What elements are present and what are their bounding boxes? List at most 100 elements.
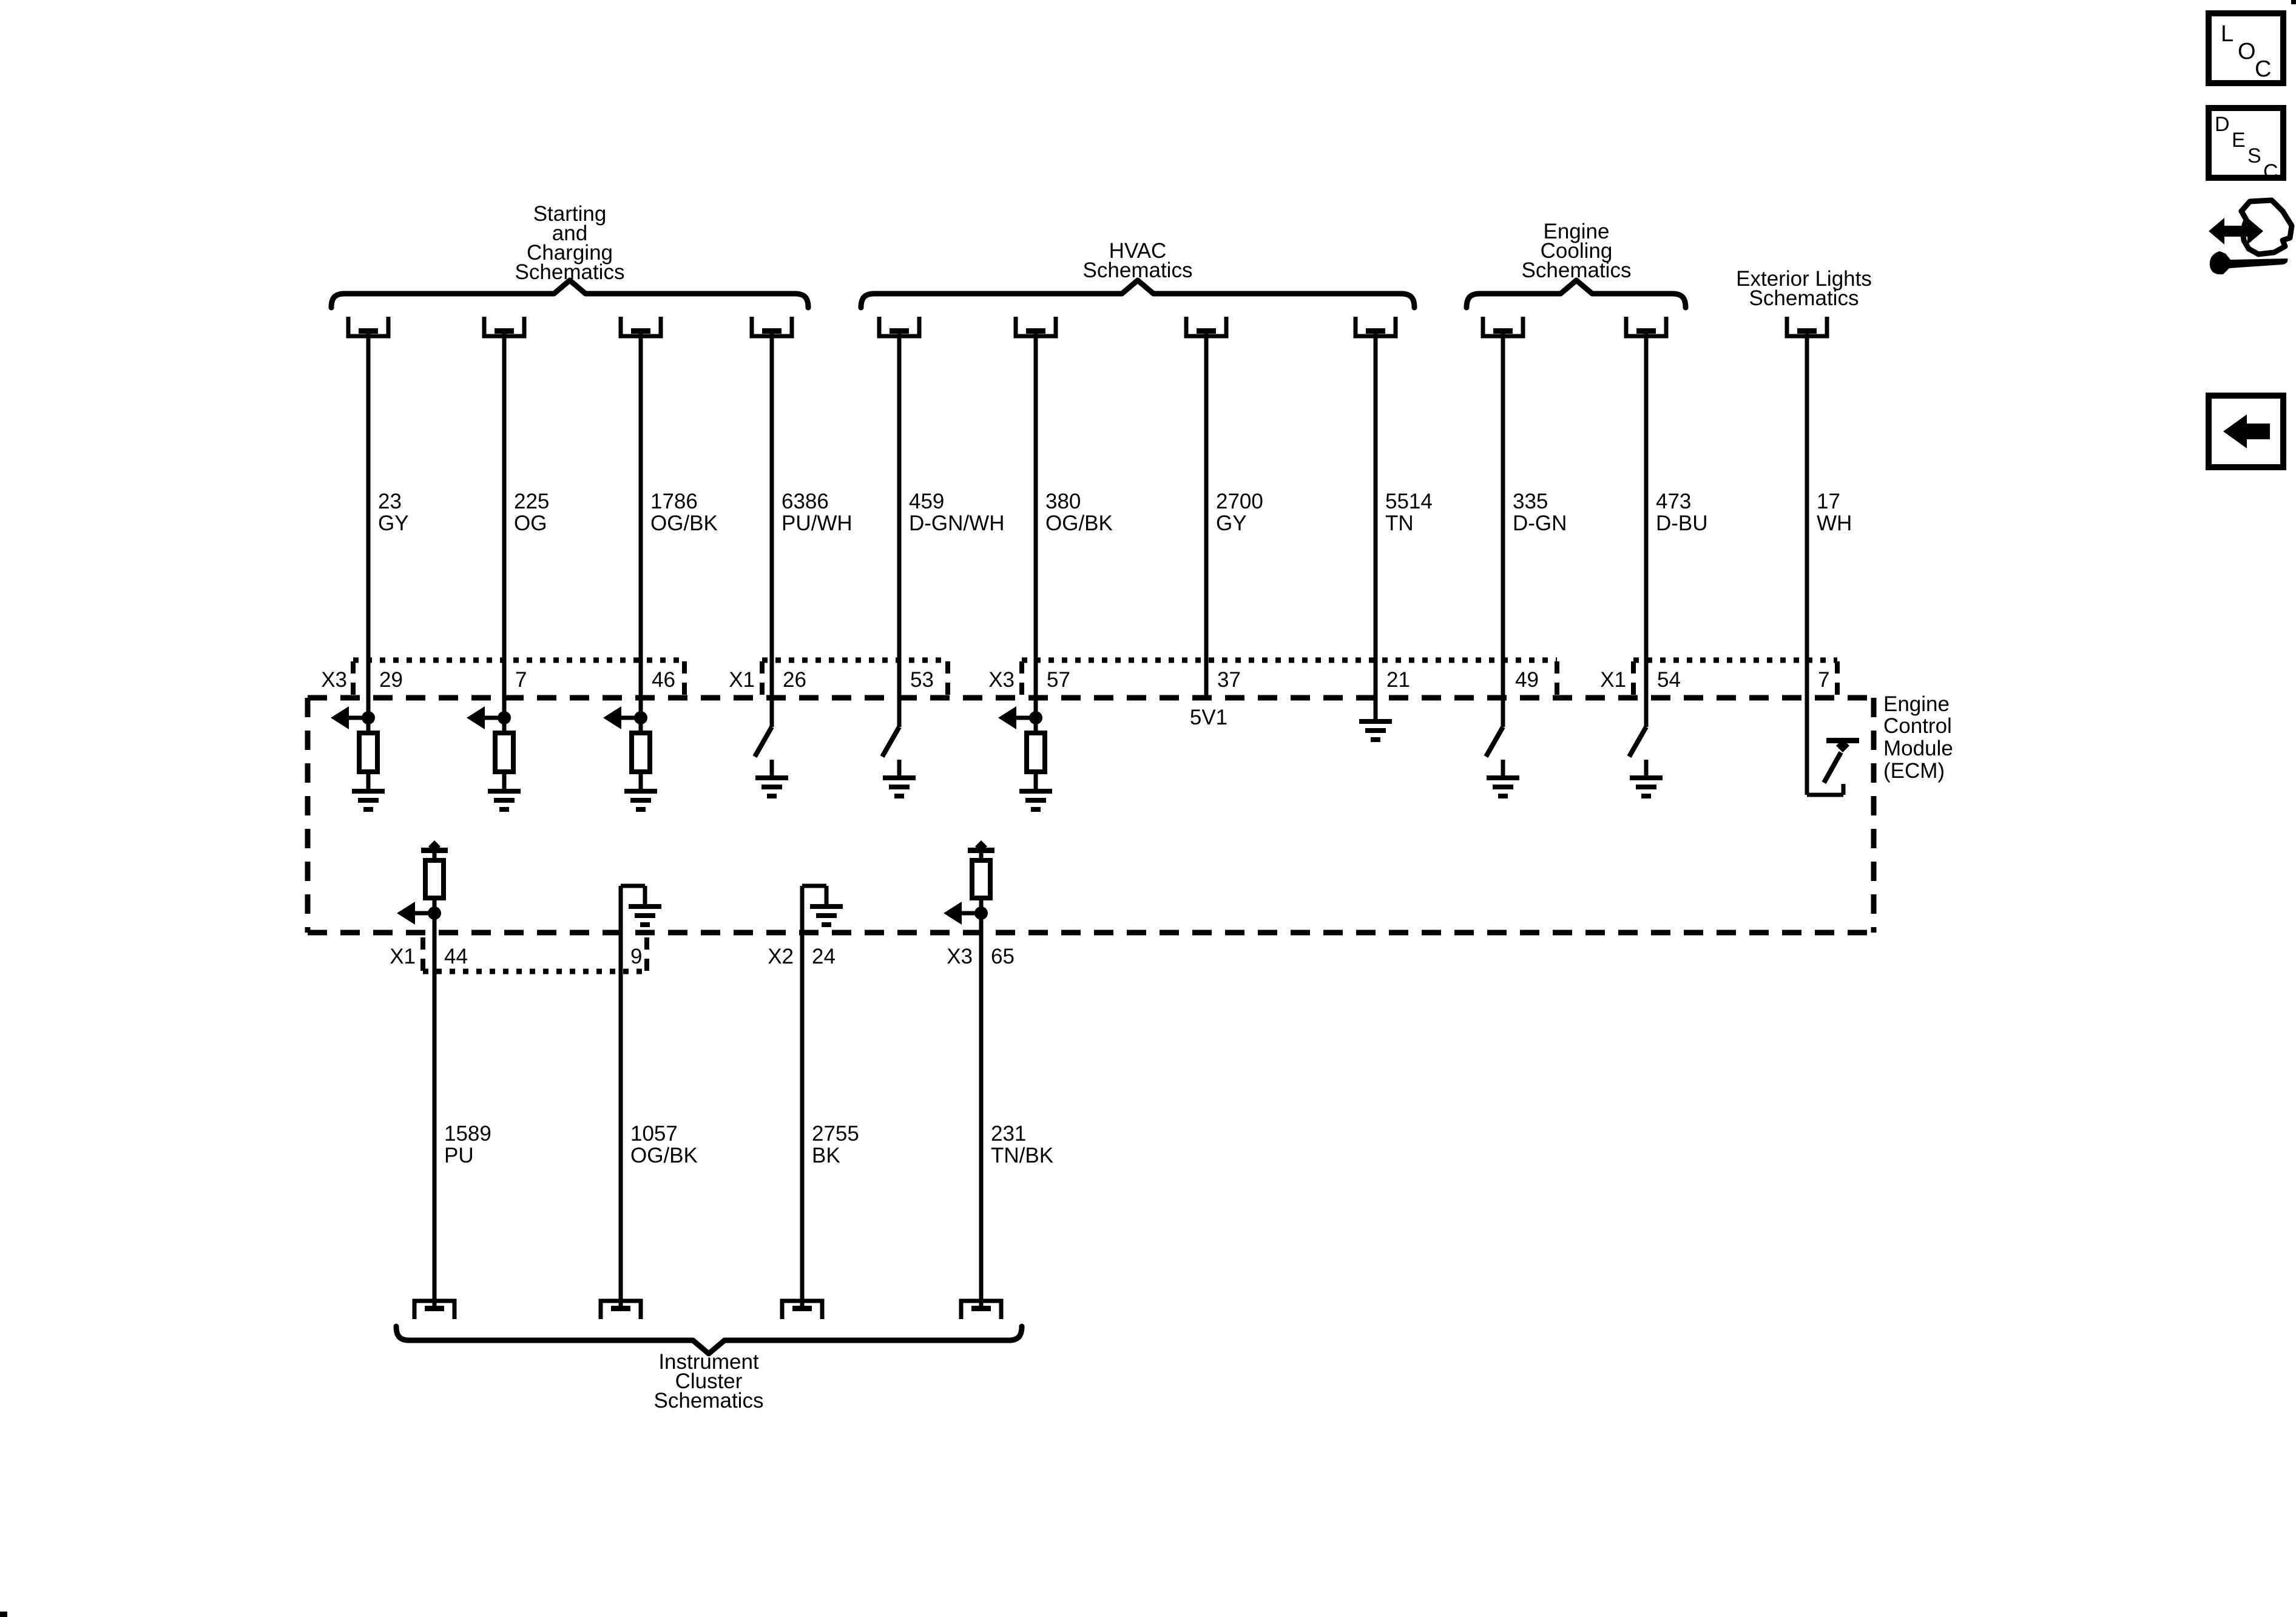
circuit-number: 6386 [782, 490, 829, 513]
circuit-number: 17 [1817, 490, 1840, 513]
wire-color: OG/BK [1045, 511, 1113, 535]
loc-letter: O [2238, 39, 2256, 64]
pin-number: 49 [1515, 668, 1539, 692]
circuit-number: 2755 [812, 1122, 859, 1146]
ecm-label: Module [1883, 737, 1953, 760]
bottom-wires: 1589 PU 1057 OG/BK 2755 BK 231 TN/BK [414, 933, 1053, 1319]
section-instrument-cluster: Instrument Cluster Schematics [393, 1323, 1025, 1413]
resistor-driver-symbol [944, 840, 994, 933]
ecm-top-pin-groups: X3 X1 X3 X1 29 7 46 26 53 57 37 21 49 54… [321, 657, 1840, 697]
pin-number: 57 [1047, 668, 1070, 692]
switch-to-ground-symbol [755, 698, 788, 798]
adjust-wrench-button[interactable] [2209, 197, 2295, 275]
section-label: Instrument [658, 1350, 759, 1374]
circuit-number: 459 [909, 490, 944, 513]
brace [393, 1323, 1025, 1357]
section-label: Engine [1544, 220, 1610, 243]
back-arrow-button[interactable] [2206, 393, 2286, 470]
section-label: Starting [533, 202, 607, 226]
pullup-resistor-ground-symbol [331, 698, 385, 812]
pin-number: 24 [812, 945, 836, 968]
wire-color: TN [1385, 511, 1414, 535]
ecm-label: Control [1883, 714, 1952, 738]
connector-id: X3 [947, 945, 973, 968]
driver-switch-symbol [1805, 698, 1859, 797]
ecm-internal-bottom [397, 840, 994, 933]
pin-number: 7 [515, 668, 527, 692]
connector-id: X2 [768, 945, 794, 968]
pin-number: 26 [783, 668, 806, 692]
pullup-resistor-ground-symbol [998, 698, 1052, 812]
top-wires: 23 GY 225 OG 1786 OG/BK 6386 PU/WH 459 D… [348, 317, 1852, 698]
section-label: Cluster [675, 1369, 743, 1393]
5v-reference-label: 5V1 [1190, 706, 1227, 729]
wire-color: OG/BK [630, 1144, 698, 1167]
outline-shape-icon [2238, 197, 2295, 257]
wire-color: OG [514, 511, 547, 535]
section-label: Schematics [654, 1389, 764, 1413]
circuit-number: 23 [378, 490, 402, 513]
section-label: and [552, 221, 587, 245]
offpage-connector-icon [601, 1297, 641, 1319]
pin-number: 53 [910, 668, 934, 692]
section-label: Exterior Lights [1736, 267, 1872, 291]
pin-number: 21 [1386, 668, 1410, 692]
wire-color: BK [812, 1144, 840, 1167]
pullup-resistor-ground-symbol [603, 698, 657, 812]
connector-id: X1 [390, 945, 416, 968]
loc-button-frame [2206, 10, 2286, 86]
brace [1464, 277, 1689, 311]
desc-letter: S [2247, 144, 2261, 167]
loc-button[interactable]: L O C [2206, 10, 2286, 86]
desc-letter: D [2215, 113, 2230, 136]
page-edge-mark [2291, 0, 2296, 4]
pin-number: 44 [444, 945, 468, 968]
desc-letter: C [2263, 160, 2278, 183]
wire-color: TN/BK [991, 1144, 1053, 1167]
page-edge-mark [0, 1612, 7, 1617]
circuit-number: 2700 [1216, 490, 1263, 513]
desc-button[interactable]: D E S C [2206, 105, 2286, 183]
internal-ground-symbol [621, 886, 661, 933]
wire-color: WH [1817, 511, 1852, 535]
wrench-icon [2209, 251, 2288, 275]
pullup-resistor-ground-symbol [467, 698, 521, 812]
switch-to-ground-symbol [1486, 698, 1519, 798]
wire-color: OG/BK [650, 511, 718, 535]
pin-number: 54 [1657, 668, 1681, 692]
section-starting-charging: Starting and Charging Schematics [328, 202, 811, 311]
circuit-number: 1057 [630, 1122, 678, 1146]
internal-ground-symbol [802, 886, 843, 933]
wire-color: PU/WH [782, 511, 853, 535]
section-label: HVAC [1109, 239, 1167, 263]
ecm-label: (ECM) [1883, 759, 1945, 783]
left-arrow-icon [2223, 414, 2270, 448]
pin-number: 7 [1818, 668, 1829, 692]
circuit-number: 335 [1513, 490, 1548, 513]
desc-button-frame [2206, 105, 2286, 181]
circuit-number: 1786 [650, 490, 698, 513]
section-exterior-lights: Exterior Lights Schematics [1736, 267, 1872, 310]
offpage-connector-icon [961, 1297, 1001, 1319]
desc-letter: E [2232, 129, 2246, 152]
back-button-frame [2206, 393, 2286, 470]
circuit-number: 380 [1045, 490, 1081, 513]
pin-number: 29 [379, 668, 403, 692]
wire-color: D-BU [1656, 511, 1708, 535]
circuit-number: 225 [514, 490, 549, 513]
offpage-connector-icon [414, 1297, 454, 1319]
ground-symbol [1359, 698, 1392, 742]
double-arrow-icon [2209, 218, 2263, 245]
circuit-number: 231 [991, 1122, 1026, 1146]
loc-letter: L [2221, 21, 2234, 47]
connector-id: X3 [988, 668, 1015, 692]
brace [858, 277, 1417, 311]
circuit-number: 473 [1656, 490, 1691, 513]
switch-to-ground-symbol [882, 698, 916, 798]
loc-letter: C [2255, 56, 2271, 82]
wire-color: GY [1216, 511, 1247, 535]
offpage-connector-icon [782, 1297, 822, 1319]
wire-color: D-GN/WH [909, 511, 1004, 535]
pin-number: 9 [630, 945, 642, 968]
